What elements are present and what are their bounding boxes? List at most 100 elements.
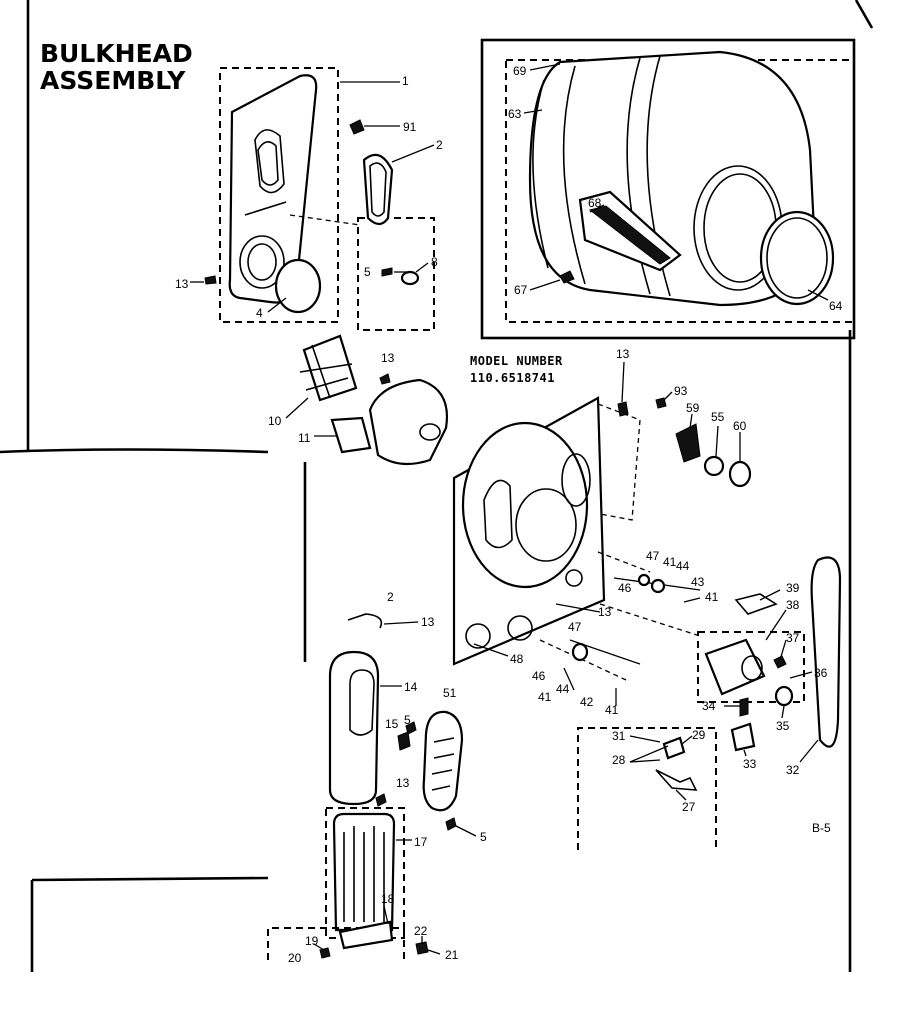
callout-43: 43 [691,575,705,589]
callout-41-right: 41 [705,590,719,604]
screw-part-13-heater [375,793,387,807]
screw-part-91 [349,119,365,135]
title-line-1: BULKHEAD [40,39,193,68]
bulkhead-front-group [190,67,435,331]
idler-group [577,727,717,850]
screw-part-20 [319,947,331,959]
callout-31: 31 [612,729,626,743]
callout-32: 32 [786,763,800,777]
callout-46-upper: 46 [618,581,632,595]
callout-64: 64 [829,299,843,313]
callout-41-upper: 41 [663,555,677,569]
callout-1: 1 [402,74,409,88]
thermostat-group [617,361,752,488]
callout-4: 4 [256,306,263,320]
callout-28: 28 [612,753,626,767]
title-line-2: ASSEMBLY [40,66,186,95]
seal-part-64 [759,210,835,306]
callout-59: 59 [686,401,700,415]
callout-13-blower: 13 [381,351,395,365]
drum-group [480,38,856,340]
callout-2-top: 2 [436,138,443,152]
callout-13-rear: 13 [616,347,630,361]
callout-48: 48 [510,652,524,666]
callout-55: 55 [711,410,725,424]
callout-18: 18 [381,892,395,906]
blower-housing-part-11 [368,378,448,466]
glass-seal-part-2 [362,153,394,226]
page-frame-lines [0,0,874,972]
bearing-part-8 [400,270,420,286]
belt-part-32 [810,556,842,748]
blower-group [285,334,448,466]
callout-13-wire: 13 [421,615,435,629]
screw-part-5-top [381,267,393,277]
bracket-part-39 [734,593,778,615]
callout-36: 36 [814,666,828,680]
callout-8: 8 [431,255,438,269]
callout-33: 33 [743,757,757,771]
callout-34: 34 [702,699,716,713]
motor-group [697,556,842,763]
callout-47-upper: 47 [646,549,660,563]
callout-27: 27 [682,800,696,814]
callout-29: 29 [692,728,706,742]
callout-labels: 1 91 2 5 8 13 4 69 63 68 67 64 13 10 11 … [175,64,843,965]
callout-35: 35 [776,719,790,733]
model-number-value: 110.6518741 [470,371,555,385]
screw-part-21 [415,941,429,955]
callout-47-lower: 47 [568,620,582,634]
callout-67: 67 [514,283,528,297]
callout-2-wire: 2 [387,590,394,604]
callout-22: 22 [414,924,428,938]
callout-5-vent: 5 [480,830,487,844]
callout-60: 60 [733,419,747,433]
rear-bulkhead-group [452,396,701,681]
heater-group [267,613,477,960]
callout-46-lower: 46 [532,669,546,683]
callout-37: 37 [786,631,800,645]
thermostat-part-59 [675,423,701,463]
callout-14: 14 [404,680,418,694]
terminal-part-18 [338,920,394,950]
mounting-part-60 [728,460,752,488]
model-number-label: MODEL NUMBER [470,354,563,368]
callout-38: 38 [786,598,800,612]
callout-13-front: 13 [175,277,189,291]
roller-shafts-group [563,573,701,706]
seal-ring-part-4 [274,258,322,314]
callout-44-lower: 44 [556,682,570,696]
screw-part-93 [655,397,667,409]
screw-part-67 [559,270,575,284]
callout-63: 63 [508,107,522,121]
callout-44-upper: 44 [676,559,690,573]
callout-68: 68 [588,196,602,210]
idler-part-29 [662,736,686,760]
screw-part-34 [739,697,749,717]
callout-15: 15 [385,717,399,731]
callout-10: 10 [268,414,282,428]
callout-41-lower: 41 [538,690,552,704]
fuse-part-55 [703,455,725,477]
callout-19: 19 [305,934,319,948]
duct-part-14 [328,650,380,806]
callout-93: 93 [674,384,688,398]
callout-13-mid: 13 [598,605,612,619]
screw-part-13-rear [617,401,629,417]
callout-39: 39 [786,581,800,595]
callout-5-top: 5 [364,265,371,279]
screw-part-5-heater [405,721,417,735]
callout-20: 20 [288,951,302,965]
callout-69: 69 [513,64,527,78]
screw-part-13-top [204,275,217,285]
motor-part-38 [704,638,766,696]
callout-13-heater: 13 [396,776,410,790]
callout-11: 11 [298,431,311,445]
screw-part-5-vent [445,817,457,831]
clip-part-37 [773,655,787,669]
vent-part-51 [422,710,464,812]
callout-42: 42 [580,695,594,709]
callout-51: 51 [443,686,457,700]
callout-91: 91 [403,120,417,134]
